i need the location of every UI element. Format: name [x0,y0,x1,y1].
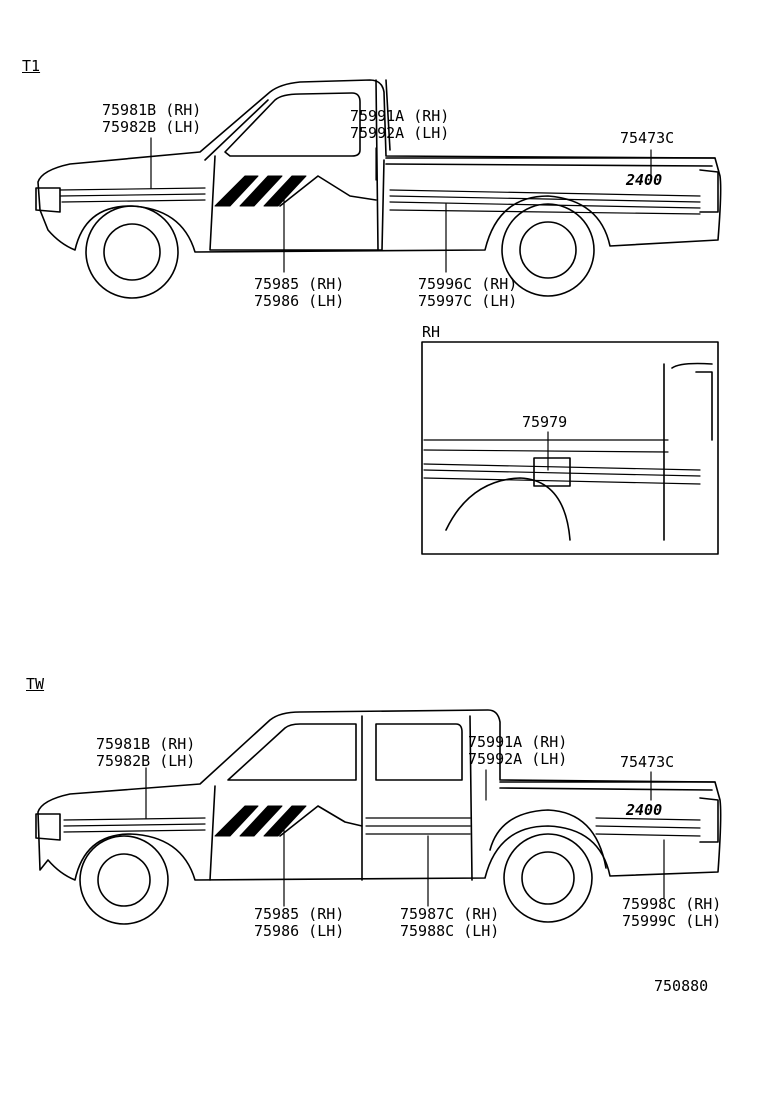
section-title-tw: TW [26,675,45,693]
rh-label-75979: 75979 [522,413,568,431]
tw-label-75981b: 75981B (RH) [96,735,196,753]
t1-front-rim [103,223,161,281]
rh-detail-drawing [421,341,719,555]
tw-body-outline [37,709,722,881]
t1-label-75985: 75985 (RH) [254,275,345,293]
tw-label-75998c: 75998C (RH) [622,895,722,913]
t1-rear-rim [519,221,577,279]
t1-a-pillar [204,99,269,161]
rh-bed-lines [423,439,701,485]
tw-label-75991a: 75991A (RH) [468,733,568,751]
t1-label-75981b: 75981B (RH) [102,101,202,119]
t1-tailgate [699,169,719,213]
tw-rear-door [469,715,473,881]
tw-rear-rim [521,851,575,905]
tw-bed-top [499,781,716,791]
t1-b-pillar [375,79,391,251]
tw-truck-drawing [35,709,722,925]
tw-front-rim [97,853,151,907]
t1-slash-graphic [214,175,307,207]
tw-label-75985: 75985 (RH) [254,905,345,923]
tw-leaders [145,767,665,907]
t1-label-75991a: 75991A (RH) [350,107,450,125]
t1-door [209,155,385,251]
tw-label-75986: 75986 (LH) [254,922,345,940]
t1-label-75986: 75986 (LH) [254,292,345,310]
tw-tailgate [699,797,719,843]
tw-front-bumper [35,813,61,841]
t1-label-75473c: 75473C [620,129,675,147]
tw-sweep-graphic [279,805,363,837]
tw-front-window [227,723,357,781]
tw-stripes [63,817,701,837]
diagram-number: 750880 [654,977,709,995]
tw-rear-tire [503,833,593,923]
tw-label-75992a: 75992A (LH) [468,750,568,768]
t1-bed-top [385,157,716,167]
t1-stripes [59,187,701,215]
tw-rear-fender-flare [489,809,607,869]
t1-sweep-graphic [279,175,377,207]
t1-rear-tire [501,203,595,297]
t1-emblem-2400: 2400 [626,171,663,189]
tw-front-tire [79,835,169,925]
t1-leaders [150,137,652,273]
t1-label-75982b: 75982B (LH) [102,118,202,136]
section-title-rh: RH [422,323,441,341]
rh-wheel-arch [445,477,571,541]
rh-emblem-75979 [533,457,571,487]
t1-window [224,92,361,157]
t1-label-75992a: 75992A (LH) [350,124,450,142]
tw-label-75999c: 75999C (LH) [622,912,722,930]
t1-front-tire [85,205,179,299]
t1-label-75997c: 75997C (LH) [418,292,518,310]
t1-truck-drawing [35,79,722,299]
tw-label-75473c: 75473C [620,753,675,771]
tw-slash-graphic [214,805,307,837]
tw-rear-window [375,723,463,781]
rh-detail-frame [421,341,719,555]
tw-label-75982b: 75982B (LH) [96,752,196,770]
tw-label-75988c: 75988C (LH) [400,922,500,940]
tw-label-75987c: 75987C (RH) [400,905,500,923]
tw-front-door [209,715,363,881]
section-title-t1: T1 [22,57,41,75]
tw-emblem-2400: 2400 [626,801,663,819]
t1-front-bumper [35,187,61,213]
t1-label-75996c: 75996C (RH) [418,275,518,293]
rh-cab-edge [663,362,713,541]
